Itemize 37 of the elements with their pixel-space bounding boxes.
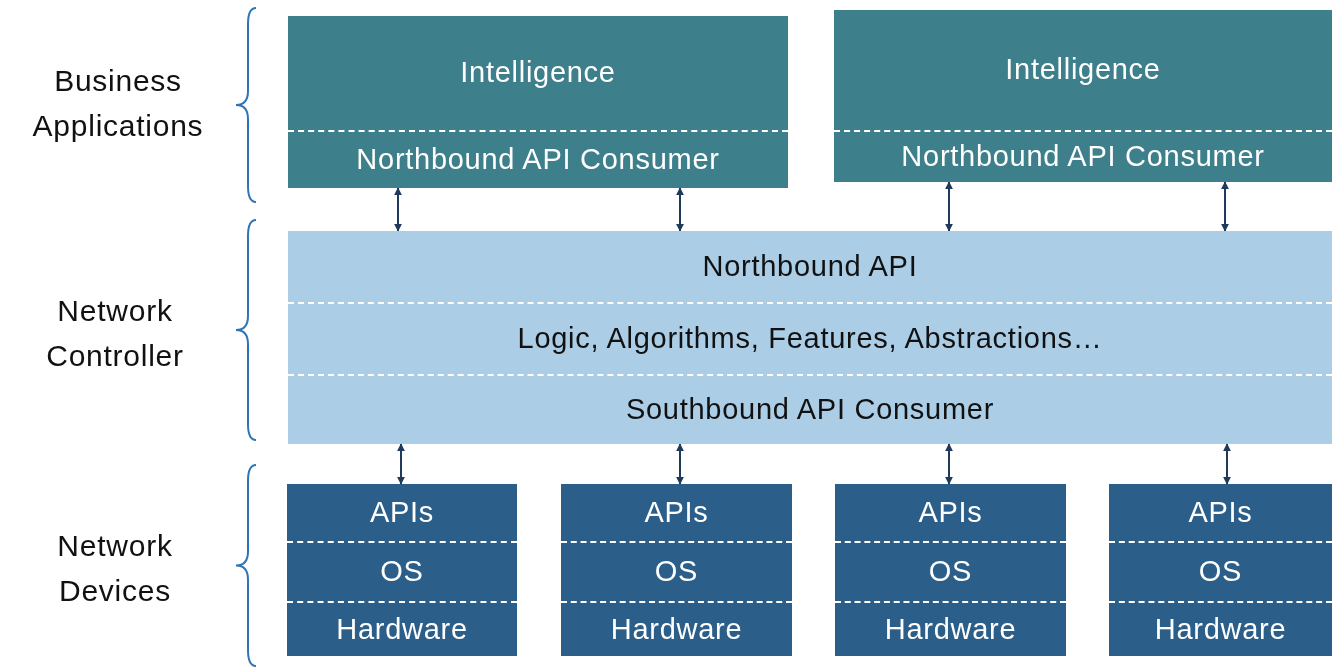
device-box (287, 484, 517, 656)
section-text: Northbound API Consumer (901, 139, 1265, 175)
section-text: Hardware (610, 611, 743, 647)
controller-box (288, 231, 1332, 444)
section-text: APIs (644, 494, 709, 530)
section-text: APIs (918, 494, 983, 530)
section-text: OS (928, 554, 973, 590)
layer-label: Business Applications (31, 63, 205, 144)
section-text: OS (380, 554, 424, 590)
double-arrow (676, 443, 684, 485)
device-box (1109, 484, 1332, 656)
double-arrow (1221, 181, 1229, 232)
application-box (288, 16, 788, 188)
section-text: OS (1198, 554, 1243, 590)
double-arrow (676, 187, 684, 232)
section-text: Northbound API (702, 248, 918, 284)
device-box (561, 484, 792, 656)
section-text: Intelligence (460, 55, 616, 91)
double-arrow (397, 443, 405, 485)
section-text: Intelligence (1005, 52, 1161, 88)
section-text: Hardware (336, 611, 468, 647)
section-text: APIs (369, 494, 435, 530)
double-arrow (1223, 443, 1231, 485)
section-text: APIs (1188, 494, 1253, 530)
layer-label: Network Controller (45, 293, 185, 374)
section-text: Southbound API Consumer (625, 392, 995, 428)
application-box (834, 10, 1332, 182)
layer-label: Network Devices (56, 528, 174, 609)
section-text: OS (654, 554, 699, 590)
section-text: Hardware (1154, 611, 1287, 647)
section-text: Northbound API Consumer (356, 142, 720, 178)
double-arrow (945, 443, 953, 485)
section-text: Logic, Algorithms, Features, Abstractions… (517, 321, 1103, 357)
double-arrow (945, 181, 953, 232)
section-text: Hardware (884, 611, 1017, 647)
device-box (835, 484, 1066, 656)
double-arrow (394, 187, 402, 232)
